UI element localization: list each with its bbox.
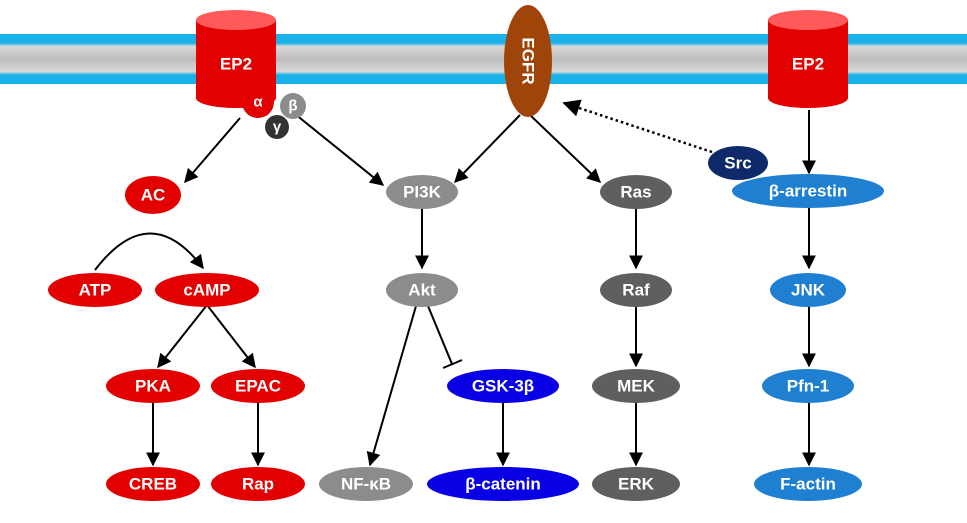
egfr-receptor: EGFR (504, 5, 552, 117)
svg-text:PI3K: PI3K (403, 183, 442, 202)
node-camp: cAMP (155, 273, 259, 307)
egfr-label: EGFR (519, 37, 538, 84)
svg-text:Raf: Raf (622, 281, 650, 300)
svg-text:β-arrestin: β-arrestin (769, 182, 847, 201)
node-ac: AC (125, 176, 181, 214)
svg-text:CREB: CREB (129, 475, 177, 494)
svg-text:β-catenin: β-catenin (465, 475, 541, 494)
node-mek: MEK (592, 369, 680, 403)
svg-text:ATP: ATP (79, 281, 112, 300)
node-factin: F-actin (754, 467, 862, 501)
g-alpha-label: α (253, 94, 263, 111)
ep2-receptor-right: EP2 (768, 10, 848, 108)
svg-text:GSK-3β: GSK-3β (472, 377, 534, 396)
svg-text:Akt: Akt (408, 281, 436, 300)
node-jnk: JNK (770, 273, 846, 307)
svg-text:F-actin: F-actin (780, 475, 836, 494)
arrow-src-to-egfr (562, 99, 713, 154)
node-raf: Raf (600, 273, 672, 307)
arrow-egfr-to-ras (529, 114, 602, 183)
arrow-gbg-to-pi3k (294, 113, 385, 186)
g-protein: β γ α (242, 86, 306, 139)
arrow-egfr-to-pi3k (454, 114, 521, 184)
node-atp: ATP (48, 273, 142, 307)
node-pka: PKA (106, 369, 200, 403)
svg-text:Pfn-1: Pfn-1 (787, 377, 830, 396)
svg-text:MEK: MEK (617, 377, 656, 396)
node-barrestin: β-arrestin (732, 174, 884, 208)
node-epac: EPAC (211, 369, 305, 403)
svg-text:JNK: JNK (791, 281, 826, 300)
g-beta-label: β (288, 98, 297, 115)
node-gsk3b: GSK-3β (447, 369, 559, 403)
g-alpha-subunit (242, 86, 274, 118)
inhibit-akt-to-gsk3b (427, 305, 453, 365)
ep2-left-label: EP2 (220, 55, 252, 74)
node-pfn1: Pfn-1 (762, 369, 854, 403)
svg-text:AC: AC (141, 186, 166, 205)
svg-text:EPAC: EPAC (235, 377, 281, 396)
arrow-ep2-to-ac (184, 117, 241, 184)
arrow-camp-to-pka (157, 304, 208, 369)
node-creb: CREB (106, 467, 200, 501)
node-erk: ERK (592, 467, 680, 501)
svg-text:Rap: Rap (242, 475, 274, 494)
node-src: Src (708, 146, 768, 180)
svg-text:ERK: ERK (618, 475, 655, 494)
pathway-arrows (94, 99, 816, 467)
ep2-right-label: EP2 (792, 55, 824, 74)
node-pi3k: PI3K (386, 175, 458, 209)
node-rap: Rap (211, 467, 305, 501)
svg-text:NF-κB: NF-κB (341, 475, 391, 494)
svg-text:Ras: Ras (620, 183, 651, 202)
inhibit-bar (442, 359, 463, 369)
node-bcatenin: β-catenin (427, 467, 579, 501)
svg-text:PKA: PKA (135, 377, 171, 396)
node-ras: Ras (600, 175, 672, 209)
g-gamma-label: γ (273, 119, 282, 136)
g-gamma-subunit (265, 115, 289, 139)
g-beta-subunit (280, 93, 306, 119)
node-nfkb: NF-κB (319, 467, 413, 501)
arrow-atp-to-camp (94, 232, 204, 271)
svg-text:Src: Src (724, 154, 751, 173)
ep2-receptor-left: EP2 (196, 10, 276, 108)
svg-text:cAMP: cAMP (183, 281, 230, 300)
node-akt: Akt (386, 273, 458, 307)
arrow-akt-to-nfkb (366, 305, 417, 467)
arrow-camp-to-epac (206, 304, 256, 369)
